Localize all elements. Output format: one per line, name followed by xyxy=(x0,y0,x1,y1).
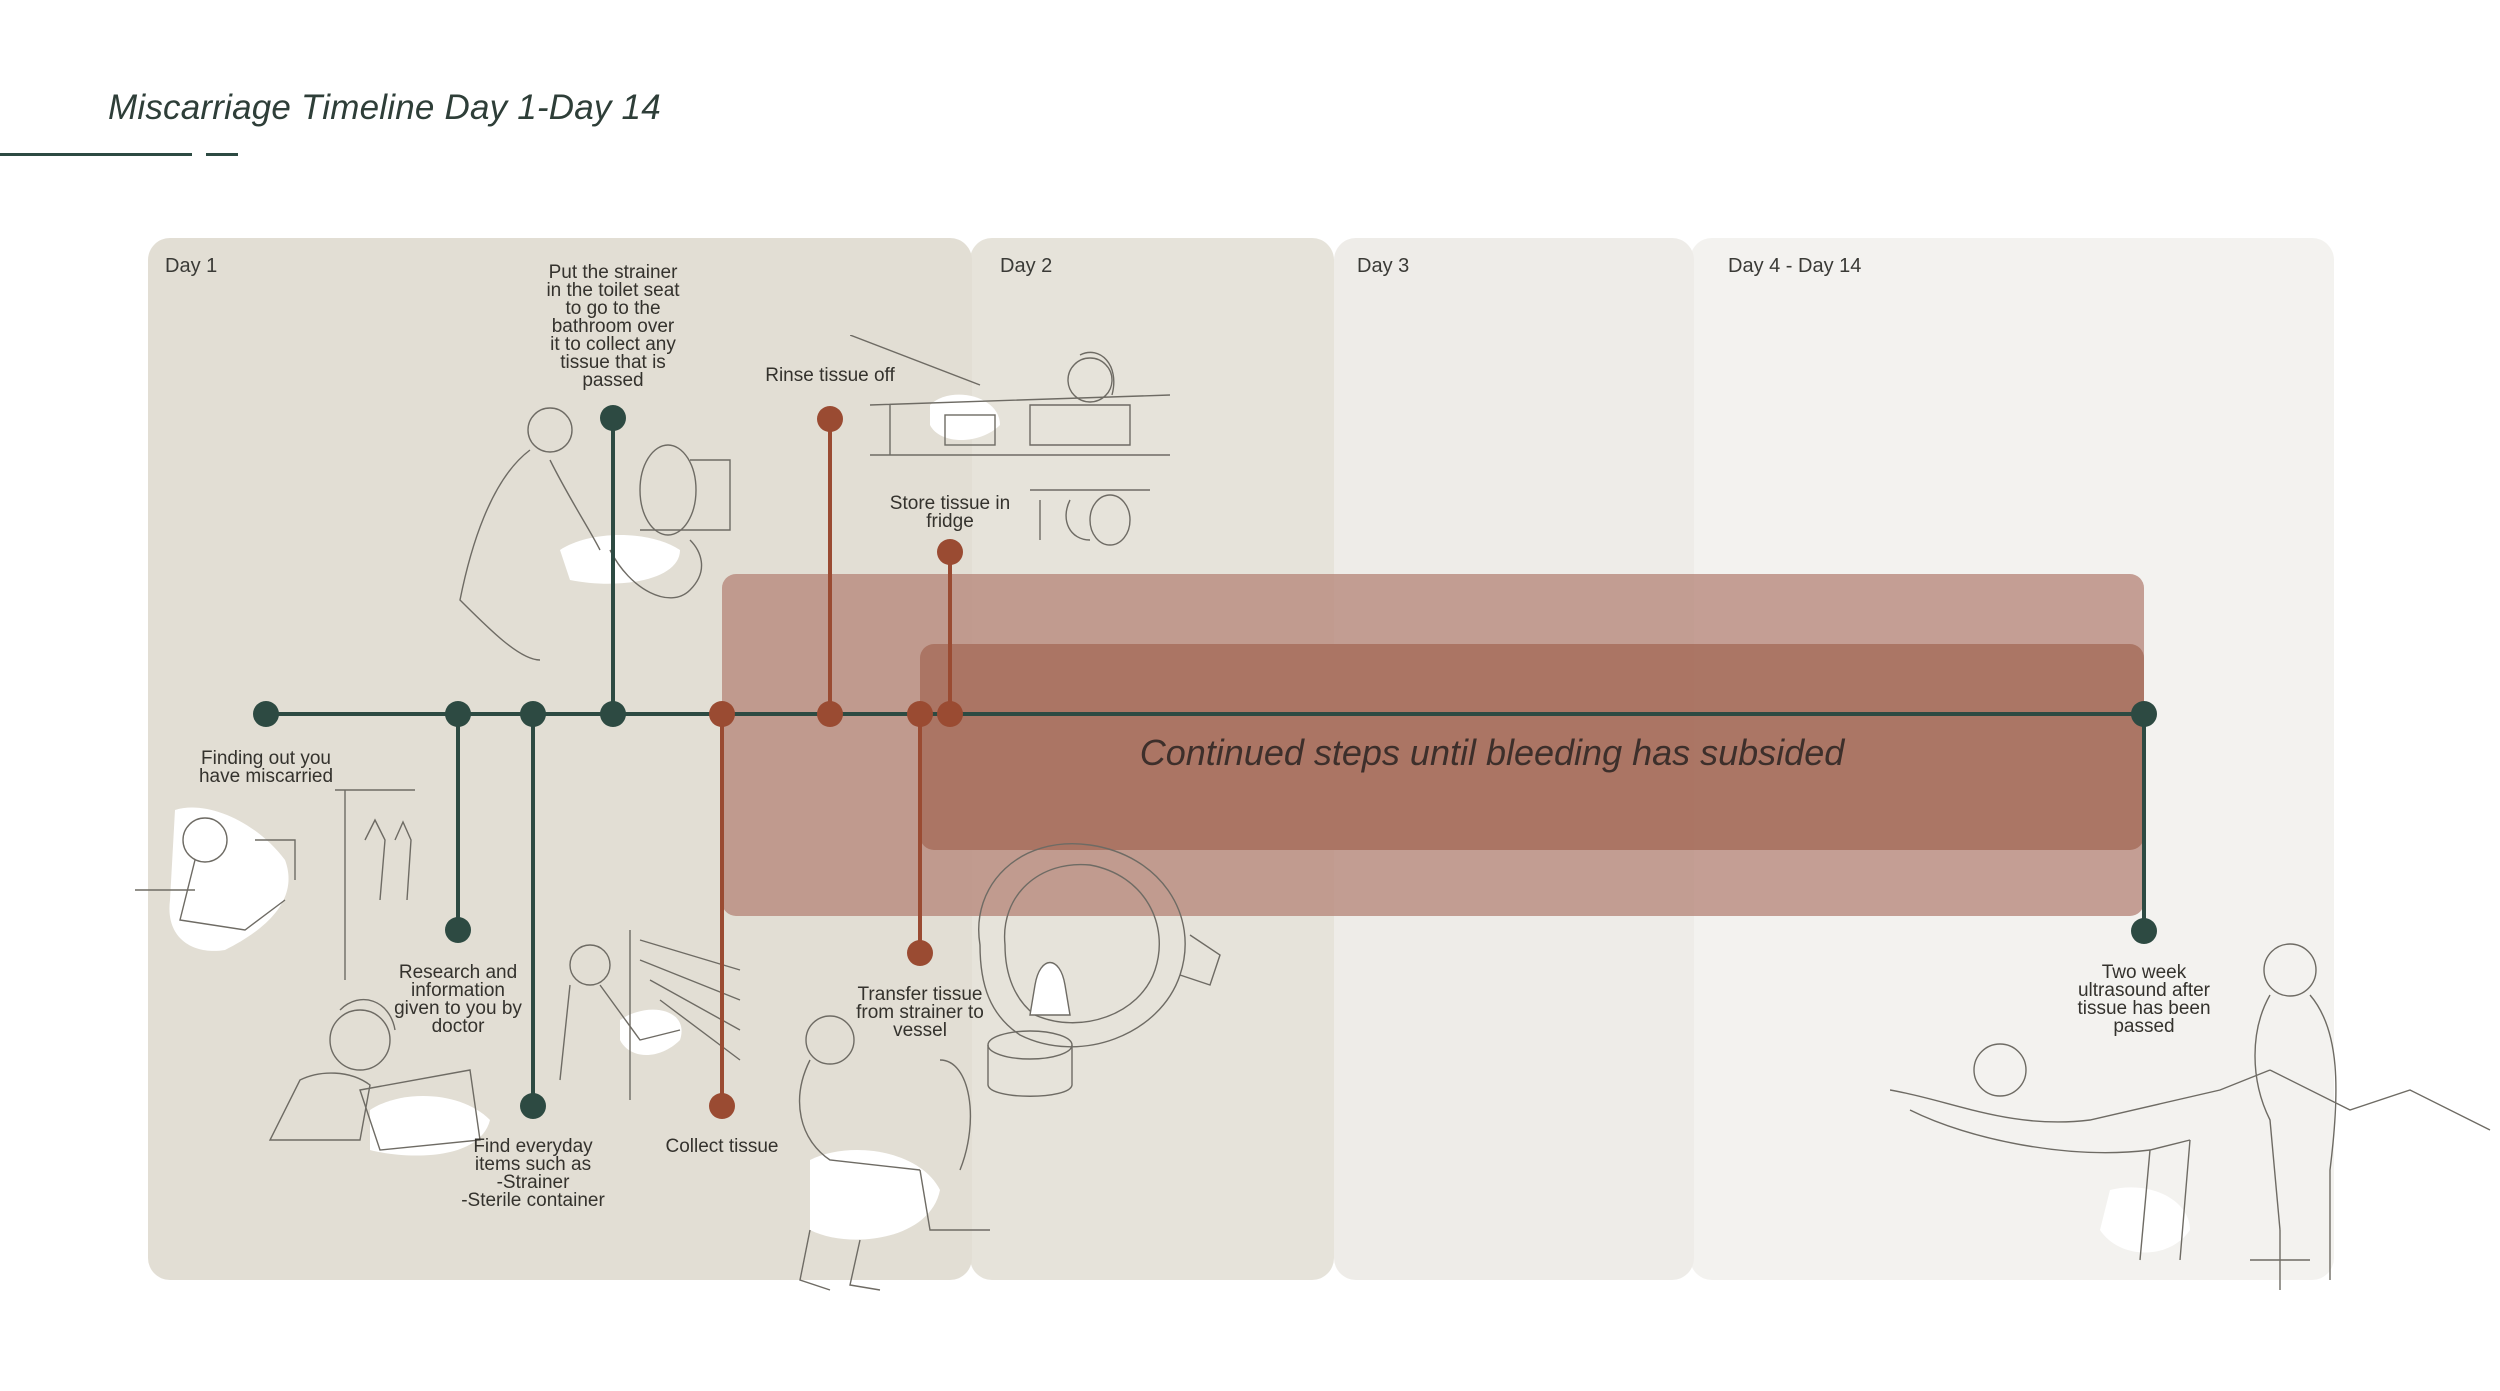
event-end-dot-4 xyxy=(709,1093,735,1119)
page-title: Miscarriage Timeline Day 1-Day 14 xyxy=(108,88,661,127)
event-label-2: Find everyday items such as -Strainer -S… xyxy=(461,1136,605,1211)
title-underline xyxy=(0,153,192,156)
event-end-dot-3 xyxy=(600,405,626,431)
day-label-2: Day 2 xyxy=(1000,255,1053,277)
day-label-3: Day 3 xyxy=(1357,255,1410,277)
woman-sitting-sketch-icon xyxy=(798,1015,990,1291)
event-axis-dot-1 xyxy=(445,701,471,727)
event-end-dot-5 xyxy=(817,406,843,432)
event-axis-dot-5 xyxy=(817,701,843,727)
event-axis-dot-7 xyxy=(937,701,963,727)
event-axis-dot-0 xyxy=(253,701,279,727)
event-axis-dot-2 xyxy=(520,701,546,727)
woman-shopping-sketch-icon xyxy=(559,930,741,1100)
woman-toilet-strainer-sketch-icon xyxy=(459,407,731,661)
event-label-3: Put the strainer in the toilet seat to g… xyxy=(546,262,680,391)
woman-tablet-sketch-icon xyxy=(268,999,490,1156)
event-axis-dot-4 xyxy=(709,701,735,727)
event-label-6: Transfer tissue from strainer to vessel xyxy=(856,984,984,1041)
day-label-1: Day 1 xyxy=(165,255,218,277)
band-caption: Continued steps until bleeding has subsi… xyxy=(1139,732,1845,773)
event-end-dot-1 xyxy=(445,917,471,943)
event-end-dot-2 xyxy=(520,1093,546,1119)
event-end-dot-7 xyxy=(937,539,963,565)
event-label-5: Rinse tissue off xyxy=(765,365,895,386)
ultrasound-exam-sketch-icon xyxy=(1890,943,2491,1290)
event-end-dot-8 xyxy=(2131,918,2157,944)
day-label-4-14: Day 4 - Day 14 xyxy=(1728,255,1862,277)
woman-phone-sketch-icon xyxy=(135,789,415,980)
fridge-shelf-sketch-icon xyxy=(1030,489,1150,546)
event-end-dot-6 xyxy=(907,940,933,966)
event-axis-dot-3 xyxy=(600,701,626,727)
event-label-1: Research and information given to you by… xyxy=(394,962,522,1037)
event-label-0: Finding out you have miscarried xyxy=(198,748,334,787)
title-underline-accent xyxy=(206,153,238,156)
event-axis-dot-6 xyxy=(907,701,933,727)
event-label-7: Store tissue in fridge xyxy=(889,493,1011,532)
woman-rinse-sink-sketch-icon xyxy=(850,335,1171,456)
event-label-4: Collect tissue xyxy=(665,1136,779,1157)
continuing-band-inner xyxy=(920,644,2144,850)
event-label-8: Two week ultrasound after tissue has bee… xyxy=(2077,962,2211,1037)
event-axis-dot-8 xyxy=(2131,701,2157,727)
strainer-vessel-sketch-icon xyxy=(978,843,1221,1097)
